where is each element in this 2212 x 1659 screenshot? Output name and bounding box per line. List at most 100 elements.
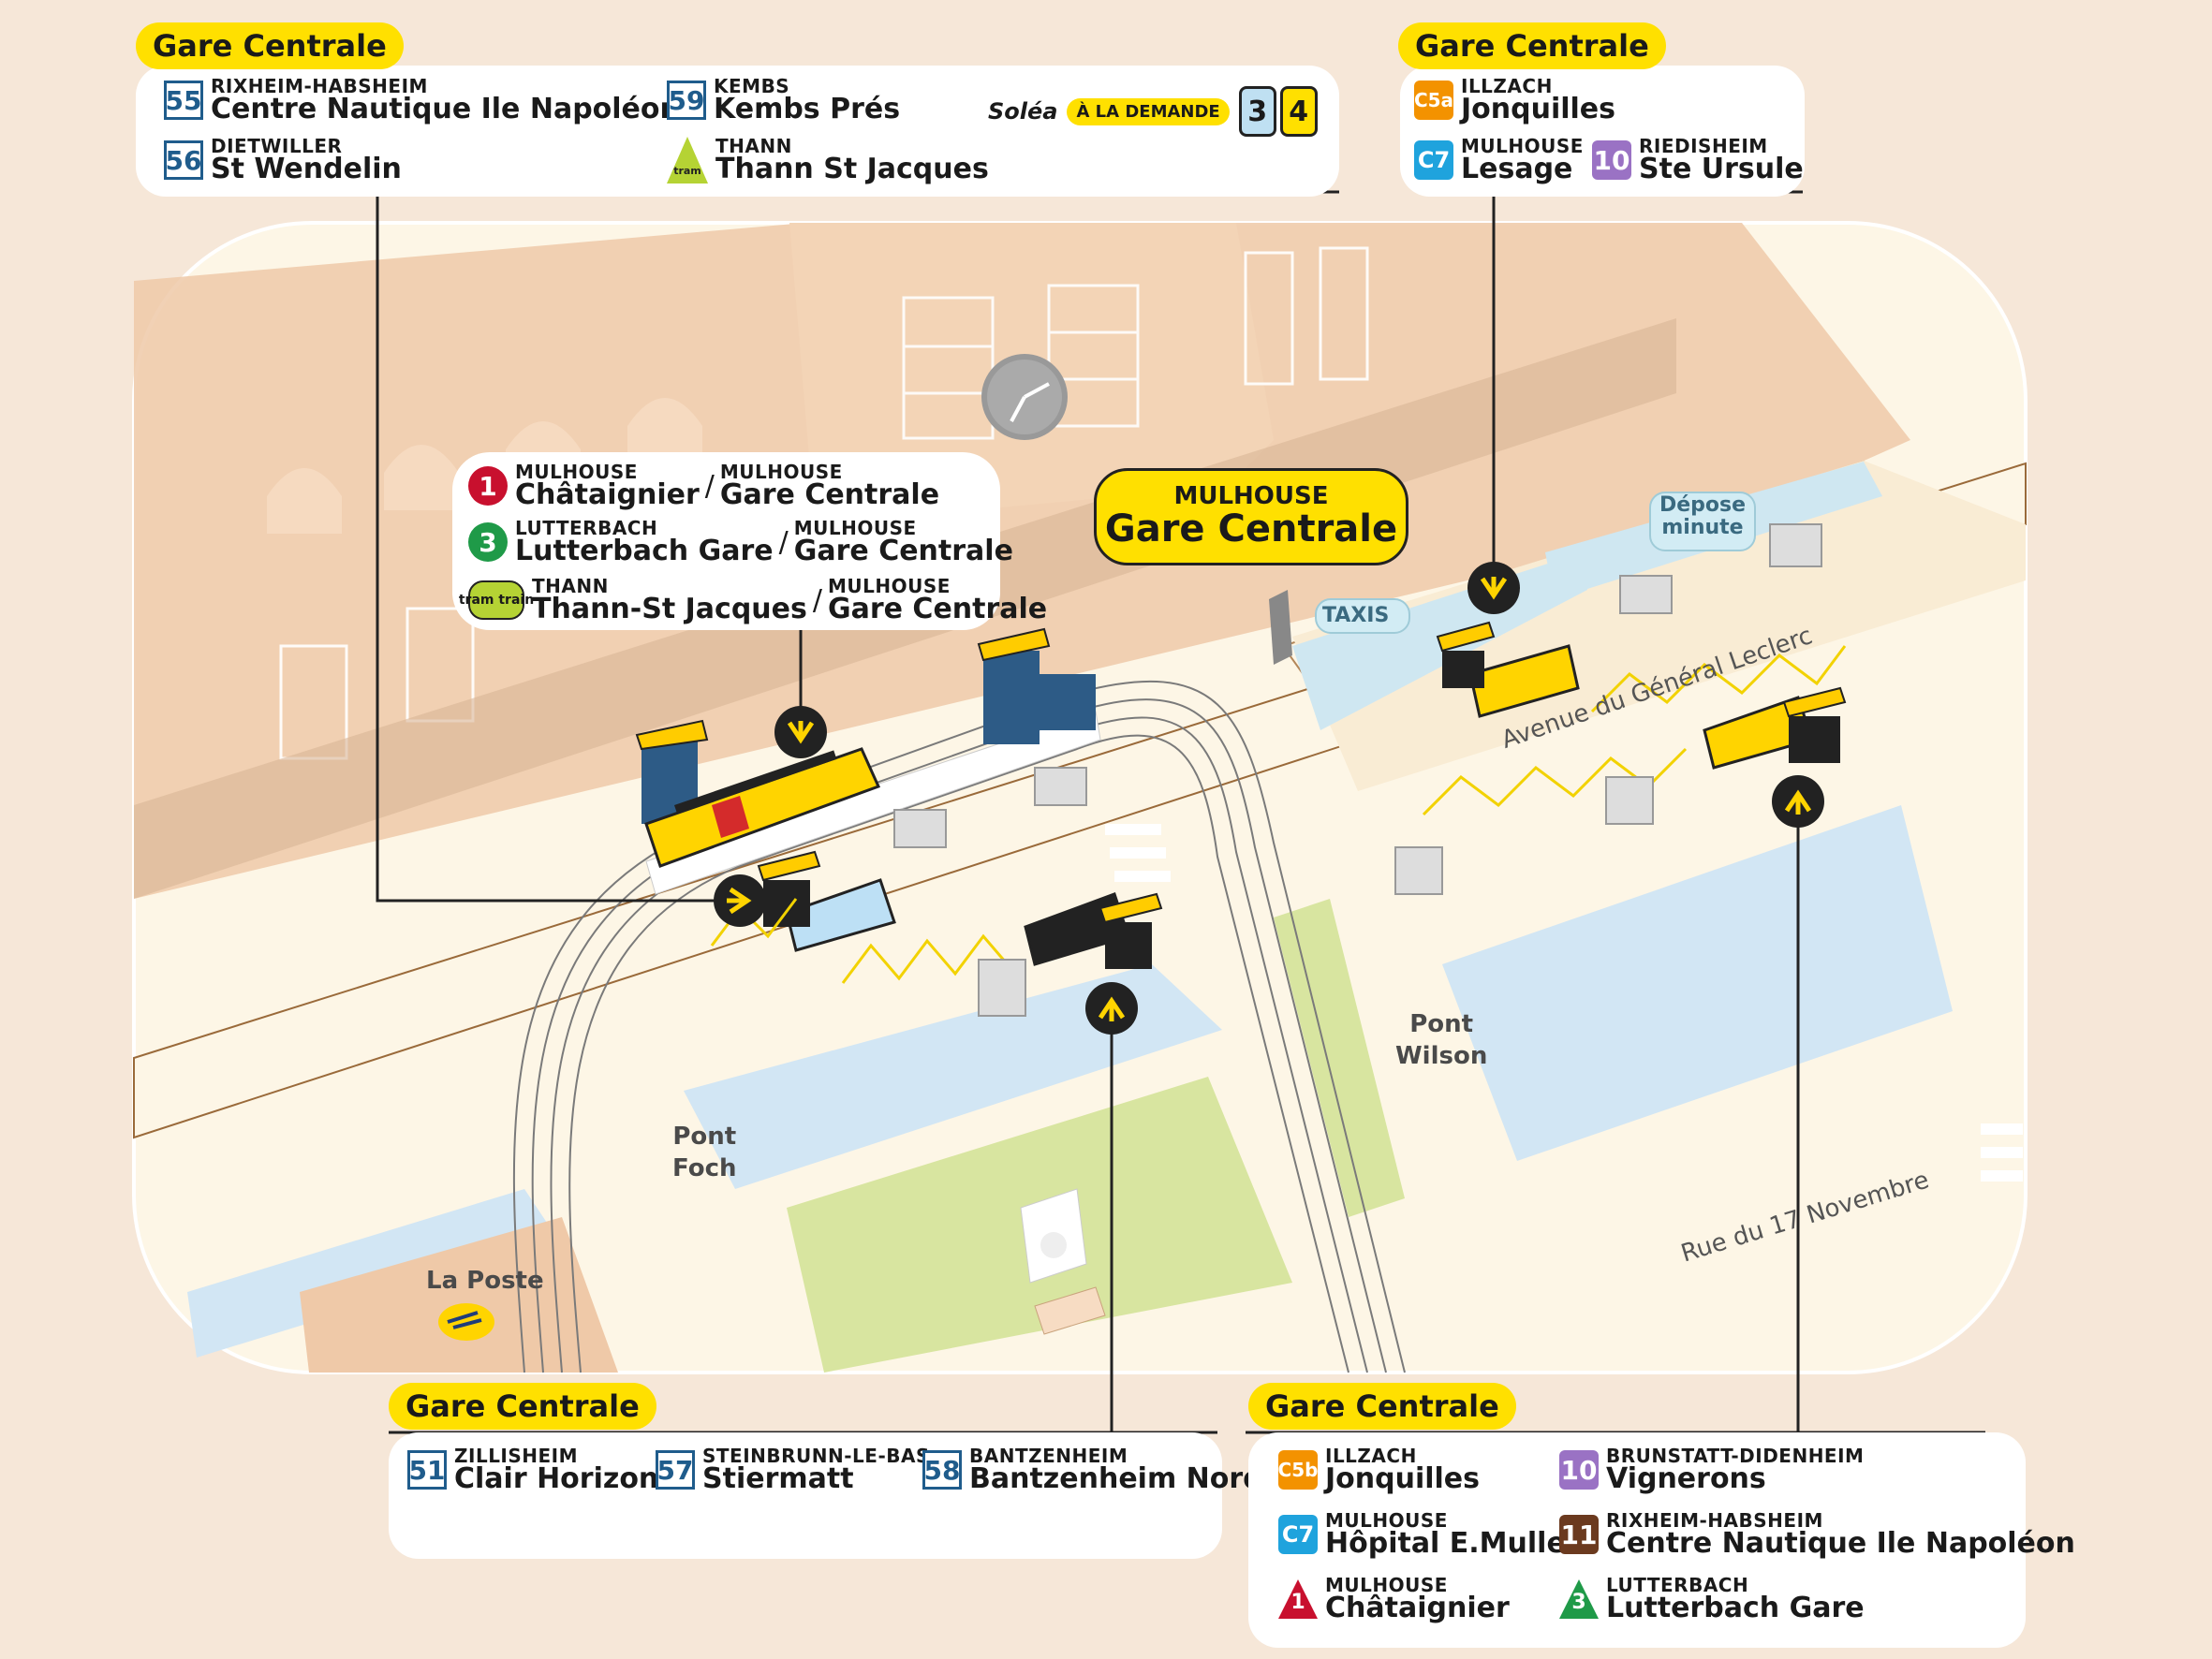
- taxis-label: TAXIS: [1322, 604, 1390, 627]
- stop-label: Lutterbach Gare: [1606, 1592, 1865, 1624]
- line-badge-1: 1: [468, 466, 508, 506]
- town-label: KEMBS: [714, 75, 790, 97]
- town-label: RIEDISHEIM: [1639, 135, 1768, 157]
- depose-line1: Dépose: [1659, 493, 1747, 517]
- town-label: MULHOUSE: [1325, 1509, 1448, 1532]
- station-name: Gare Centrale: [1104, 507, 1398, 551]
- panel-bottom-middle-tag: Gare Centrale: [389, 1383, 656, 1430]
- monument: [1020, 1188, 1106, 1335]
- line-badge-11: 11: [1559, 1515, 1599, 1554]
- town-label: BANTZENHEIM: [969, 1445, 1128, 1467]
- tram-triangle-icon: [1559, 1579, 1599, 1619]
- line-badge-tram-1: 1: [1278, 1579, 1318, 1619]
- stop-label: Ste Ursule: [1639, 153, 1804, 185]
- stop-label: Châtaignier: [1325, 1592, 1510, 1624]
- town-label: MULHOUSE: [827, 575, 951, 597]
- panel-top-right-tag: Gare Centrale: [1398, 22, 1666, 69]
- stop-label: Châtaignier: [515, 478, 700, 511]
- stop-label: Kembs Prés: [714, 93, 901, 125]
- stop-label: Jonquilles: [1461, 93, 1616, 125]
- poste-logo-icon: [438, 1303, 494, 1341]
- stop-label: Bantzenheim Nord: [969, 1462, 1263, 1495]
- line-number: 3: [1571, 1591, 1586, 1614]
- town-label: MULHOUSE: [515, 461, 638, 483]
- arrow-up-icon: [1772, 775, 1824, 828]
- depose-minute-sign: [1649, 492, 1756, 551]
- panel-bottom-right: [1248, 1432, 2026, 1648]
- panel-tram: [452, 452, 1000, 630]
- clock-icon: [981, 354, 1068, 440]
- town-label: ZILLISHEIM: [454, 1445, 579, 1467]
- line-badge-10: 10: [1592, 140, 1631, 180]
- la-poste-label: La Poste: [426, 1267, 544, 1295]
- stop-label: Lesage: [1461, 153, 1573, 185]
- town-label: ILLZACH: [1325, 1445, 1417, 1467]
- solea-on-demand[interactable]: Soléa À LA DEMANDE 3 4: [988, 86, 1318, 137]
- town-label: LUTTERBACH: [515, 517, 658, 539]
- town-label: RIXHEIM-HABSHEIM: [211, 75, 428, 97]
- depose-minute-label: Dépose minute: [1658, 493, 1747, 540]
- separator: /: [778, 525, 789, 559]
- town-label: MULHOUSE: [1325, 1574, 1448, 1596]
- forecourt: [1292, 461, 2026, 791]
- line-badge-55: 55: [164, 81, 203, 120]
- separator: /: [704, 469, 715, 503]
- crossings: [1105, 824, 2023, 1182]
- station-town: MULHOUSE: [1173, 482, 1329, 510]
- bus-shelters: [763, 651, 1840, 969]
- stop-label: Gare Centrale: [719, 478, 940, 511]
- stop-label: Hôpital E.Muller: [1325, 1527, 1580, 1560]
- ticket-machine: [1269, 590, 1292, 665]
- benches: [893, 523, 1822, 1017]
- tram-triangle-icon: [1278, 1579, 1318, 1619]
- depose-line2: minute: [1661, 516, 1744, 540]
- line-badge-59: 59: [667, 81, 706, 120]
- arrow-down-icon: [1467, 562, 1520, 614]
- line-badge-3: 3: [1238, 86, 1276, 137]
- panel-top-left: [136, 66, 1339, 197]
- town-label: THANN: [532, 575, 609, 597]
- line-badge-51: 51: [407, 1450, 447, 1490]
- pont-wilson-line2: Wilson: [1395, 1041, 1488, 1070]
- stop-label: St Wendelin: [211, 153, 402, 185]
- separator: /: [812, 583, 822, 617]
- la-poste-building: [300, 1217, 618, 1373]
- town-label: THANN: [715, 135, 792, 157]
- stop-label: Centre Nautique Ile Napoléon: [211, 93, 680, 125]
- canal-left: [684, 964, 1222, 1189]
- panel-bottom-right-tag: Gare Centrale: [1248, 1383, 1516, 1430]
- town-label: MULHOUSE: [719, 461, 843, 483]
- line-badge-c7: C7: [1278, 1515, 1318, 1554]
- town-label: MULHOUSE: [793, 517, 917, 539]
- line-badge-c5b: C5b: [1278, 1450, 1318, 1490]
- stop-label: Stiermatt: [702, 1462, 854, 1495]
- shelter-roofs-bus: [757, 621, 1847, 924]
- line-badge-3: 3: [468, 522, 508, 562]
- line-badge-56: 56: [164, 140, 203, 180]
- svg-text:tram: tram: [673, 165, 701, 177]
- town-label: MULHOUSE: [1461, 135, 1584, 157]
- stop-label: Vignerons: [1606, 1462, 1766, 1495]
- line-badge-tram-3: 3: [1559, 1579, 1599, 1619]
- station-title-sign: MULHOUSE Gare Centrale: [1094, 468, 1408, 565]
